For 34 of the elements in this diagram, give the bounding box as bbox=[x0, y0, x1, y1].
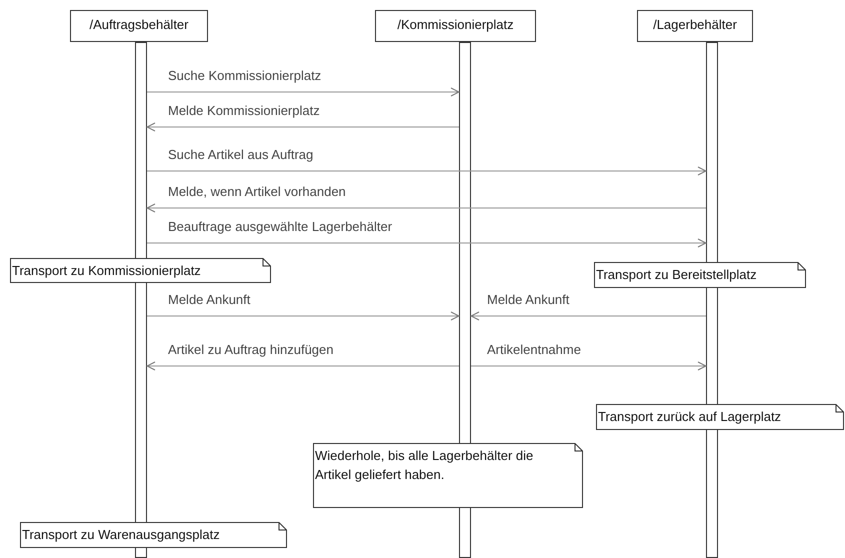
lifeline-box bbox=[375, 10, 536, 42]
note bbox=[596, 404, 844, 430]
message-label: Beauftrage ausgewählte Lagerbehälter bbox=[168, 219, 392, 235]
message-arrow bbox=[146, 204, 706, 212]
note-text: Wiederhole, bis alle Lagerbehälter die Artikel geliefert haben. bbox=[315, 447, 534, 484]
message-arrow bbox=[146, 312, 460, 320]
message-label: Artikel zu Auftrag hinzufügen bbox=[168, 342, 334, 358]
message-label: Suche Artikel aus Auftrag bbox=[168, 147, 314, 163]
message-arrow bbox=[146, 238, 706, 248]
message-arrow bbox=[146, 122, 460, 132]
message-label: Melde Ankunft bbox=[487, 292, 570, 308]
note-text: Transport zurück auf Lagerplatz bbox=[598, 408, 782, 426]
lifeline-box bbox=[637, 10, 753, 42]
note-text: Transport zu Warenausgangsplatz bbox=[22, 526, 221, 544]
lifeline-name: /Kommissionierplatz bbox=[397, 16, 514, 34]
message-arrow bbox=[146, 88, 460, 96]
note bbox=[594, 262, 806, 288]
message-label: Melde Ankunft bbox=[168, 292, 250, 308]
note-text: Transport zu Kommissionierplatz bbox=[12, 262, 202, 280]
lifeline-name: /Lagerbehälter bbox=[653, 16, 737, 34]
message-arrow bbox=[146, 362, 460, 370]
message-label: Suche Kommissionierplatz bbox=[168, 68, 322, 84]
message-label: Melde, wenn Artikel vorhanden bbox=[168, 184, 346, 200]
message-arrow bbox=[470, 362, 706, 370]
message-label: Artikelentnahme bbox=[487, 342, 581, 358]
message-label: Melde Kommissionierplatz bbox=[168, 103, 320, 119]
note bbox=[10, 258, 271, 283]
note-text: Transport zu Bereitstellplatz bbox=[596, 266, 758, 284]
note bbox=[20, 522, 287, 548]
lifeline-box bbox=[70, 10, 208, 42]
lifeline-name: /Auftragsbehälter bbox=[89, 16, 188, 34]
message-arrow bbox=[146, 166, 706, 176]
note bbox=[313, 443, 583, 508]
message-arrow bbox=[470, 312, 706, 320]
